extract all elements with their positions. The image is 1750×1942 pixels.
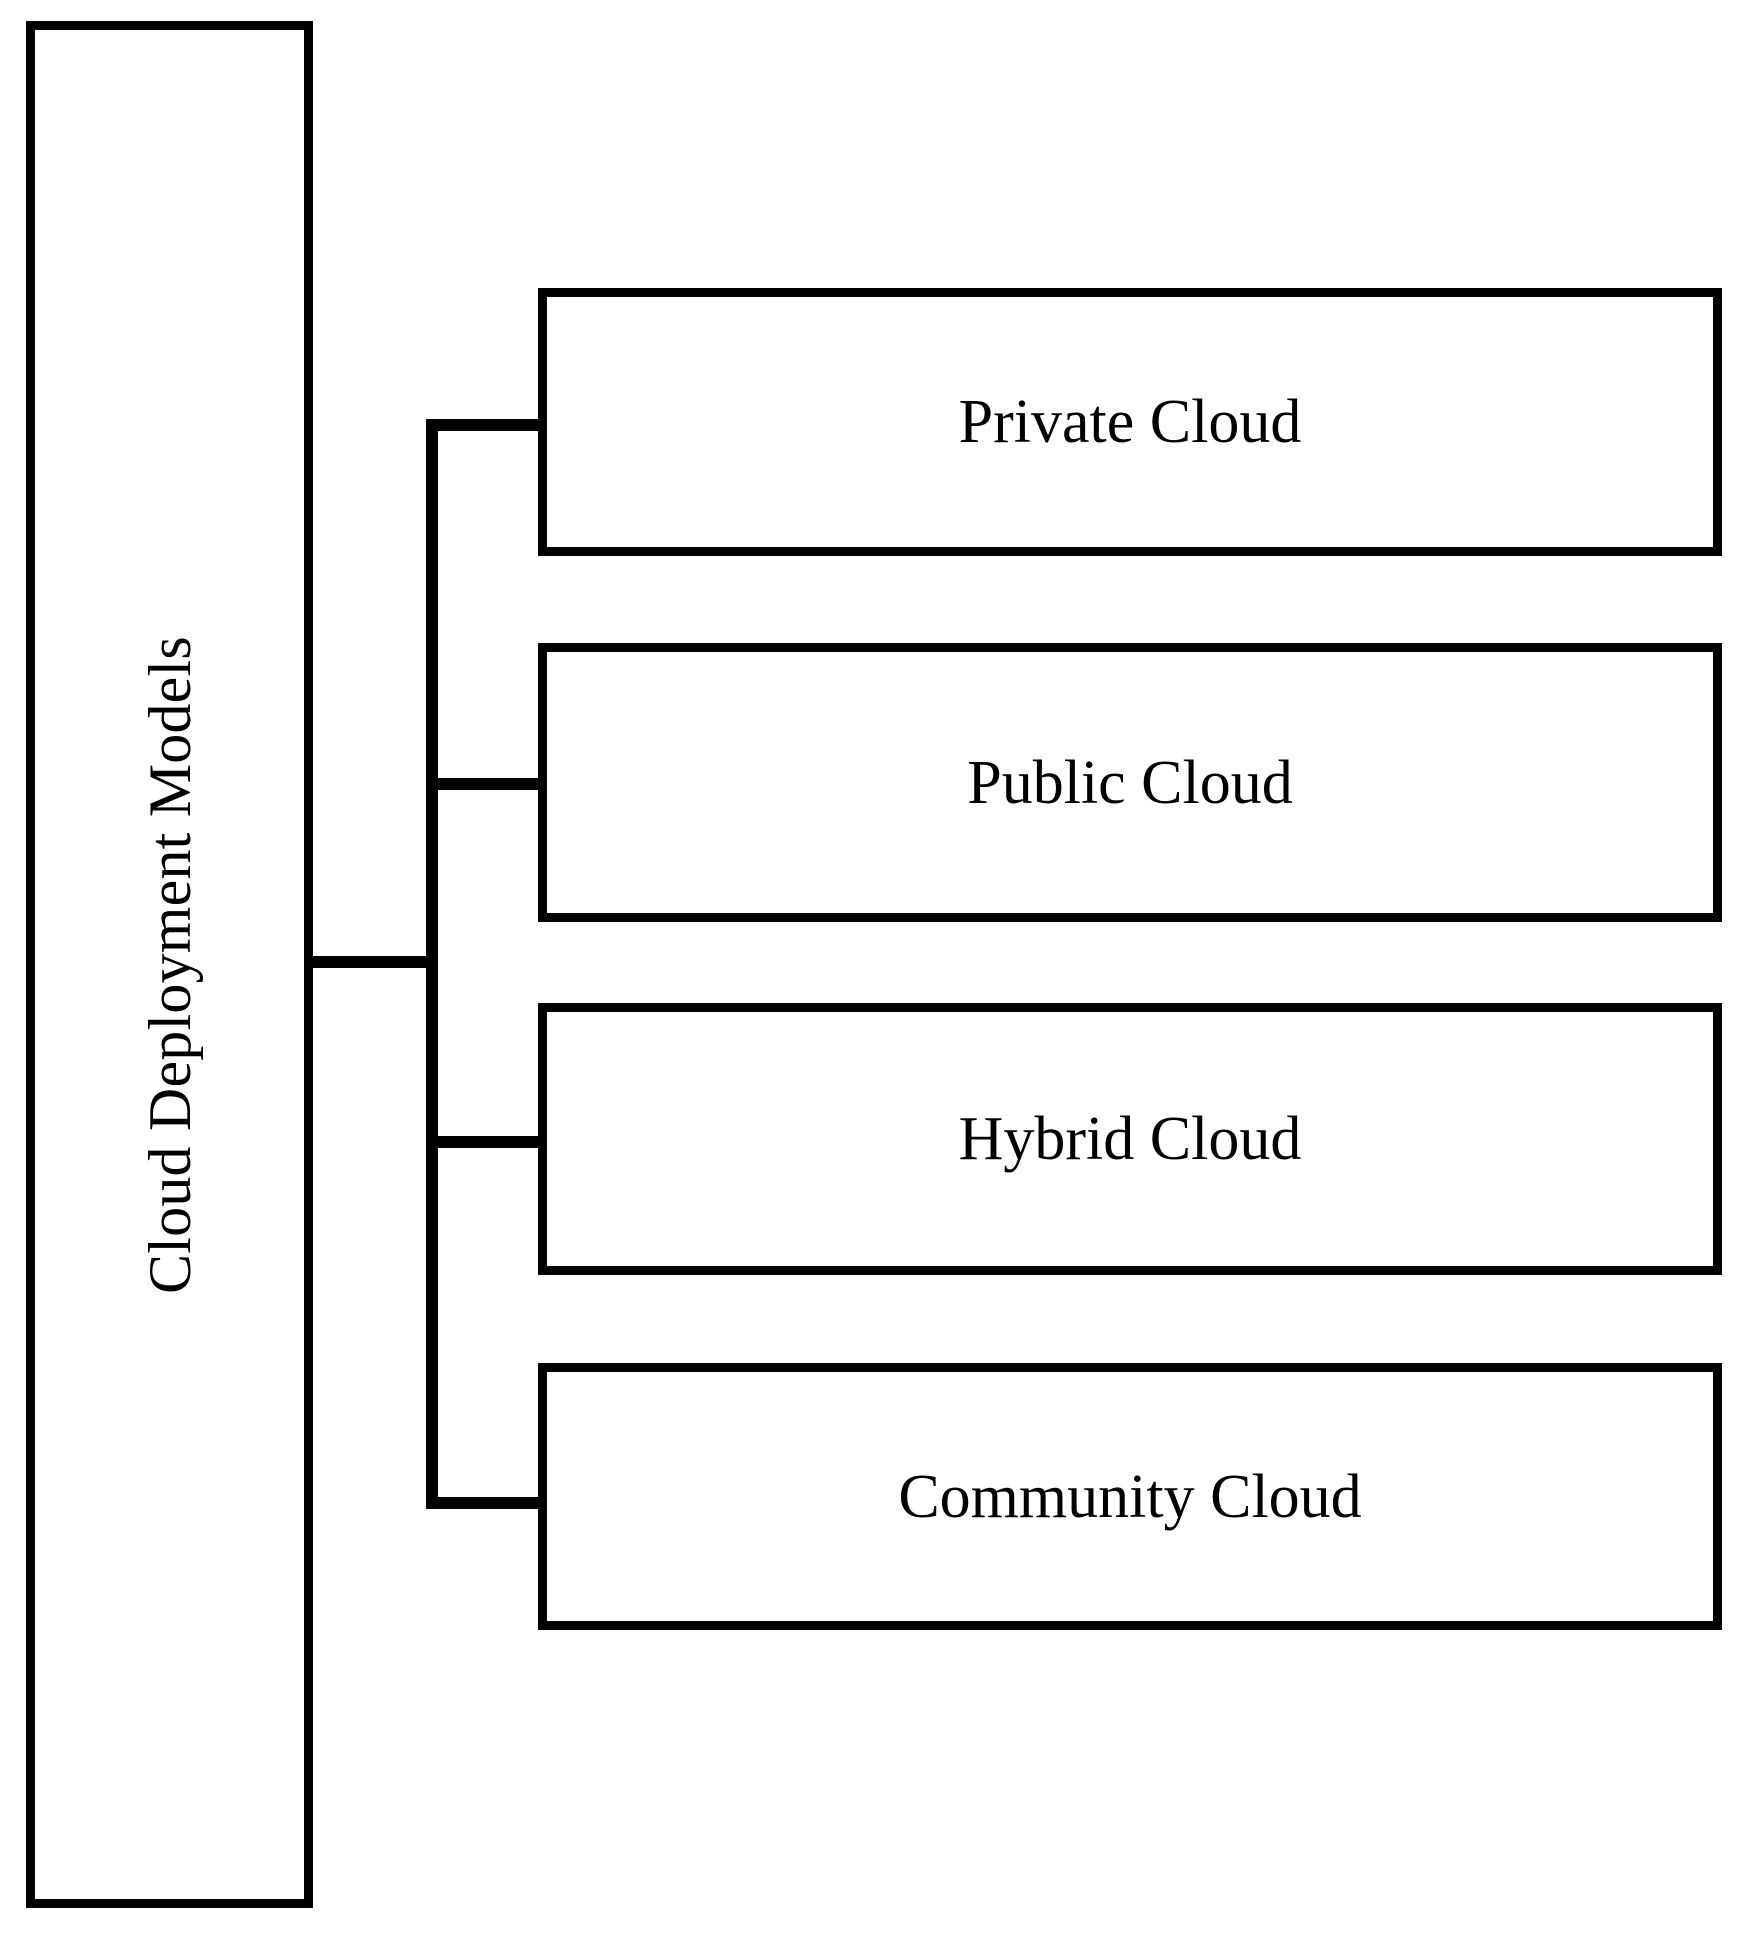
node-community-cloud-label: Community Cloud bbox=[898, 1462, 1362, 1531]
root-node-cloud-deployment-models[interactable]: Cloud Deployment Models bbox=[26, 21, 313, 1908]
node-hybrid-cloud[interactable]: Hybrid Cloud bbox=[538, 1003, 1722, 1275]
connector-arm-private-cloud bbox=[426, 419, 544, 431]
connector-root-stub bbox=[305, 956, 430, 968]
node-public-cloud-label: Public Cloud bbox=[967, 748, 1293, 817]
node-private-cloud-label: Private Cloud bbox=[958, 388, 1302, 456]
connector-vertical-spine bbox=[426, 419, 438, 1509]
node-private-cloud[interactable]: Private Cloud bbox=[538, 288, 1722, 556]
root-node-label: Cloud Deployment Models bbox=[136, 635, 203, 1294]
connector-arm-hybrid-cloud bbox=[426, 1136, 544, 1148]
connector-arm-public-cloud bbox=[426, 778, 544, 790]
connector-arm-community-cloud bbox=[426, 1497, 544, 1509]
node-hybrid-cloud-label: Hybrid Cloud bbox=[958, 1105, 1302, 1173]
node-community-cloud[interactable]: Community Cloud bbox=[538, 1363, 1722, 1630]
node-public-cloud[interactable]: Public Cloud bbox=[538, 643, 1722, 922]
